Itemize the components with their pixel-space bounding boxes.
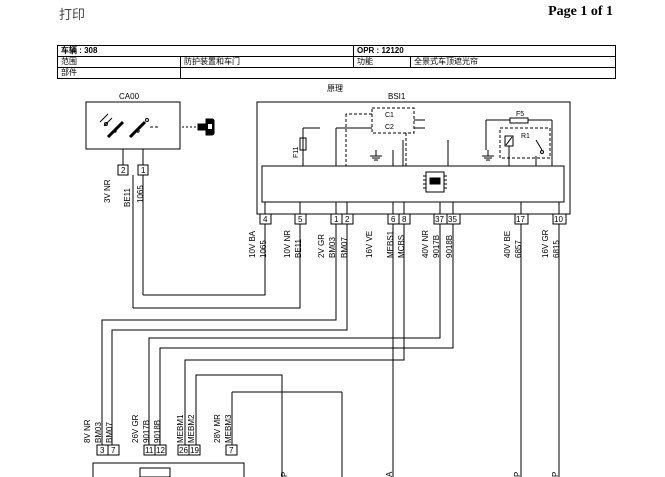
bottom-pin-3: 3 — [100, 446, 105, 455]
bsi-wire-10-id: 6815 — [552, 240, 561, 258]
bottom-wire-11-id: 9017B — [142, 420, 151, 443]
bottom-wire-7-id: BM07 — [105, 422, 114, 443]
bottom-wire-7b-id: MEBM3 — [224, 414, 233, 443]
bsi-wire-4-id: 1065 — [259, 240, 268, 258]
bottom-wire-26-id: MEBM1 — [176, 414, 185, 443]
bsi-wire-37-id: 9017B — [432, 235, 441, 258]
bsi-pin-37: 37 — [435, 215, 444, 224]
bsi-wire-17-color: 40V BE — [503, 231, 512, 258]
bsi-wire-5-color: 10V NR — [283, 230, 292, 258]
bottom-wire-3-color: 8V NR — [83, 419, 92, 443]
key-icon — [197, 118, 215, 136]
bsi-pin-5: 5 — [298, 215, 303, 224]
bottom-wire-3-id: BM03 — [94, 422, 103, 443]
relay-r1: R1 — [499, 127, 551, 166]
bottom-wire-12-id: 9018B — [153, 420, 162, 443]
ca00-label: CA00 — [119, 92, 140, 101]
bsi-pin-8: 8 — [402, 215, 407, 224]
bsi1-chip-icon — [423, 171, 447, 193]
ca00-pin-2: 2 — [121, 166, 126, 175]
bsi1-box — [256, 101, 571, 215]
ca00-wire-1065: 1065 — [136, 185, 145, 203]
part-label: 部件 — [57, 67, 181, 79]
principle-label: 原理 — [327, 84, 343, 93]
bsi-wire-8-id: MCBS — [397, 235, 406, 258]
bsi-wire-17-id: 6857 — [514, 240, 523, 258]
bsi-pin-10: 10 — [554, 215, 563, 224]
edge-letter-p2: P — [513, 472, 522, 477]
bsi-wire-10-color: 16V GR — [541, 229, 550, 258]
bottom-pin-26: 26 — [179, 446, 188, 455]
info-row-scope: 范围 防护装置和车门 功能 全景式车顶遮光帘 — [57, 56, 617, 68]
contact-c2-label: C2 — [385, 124, 394, 131]
bsi-pin-6: 6 — [391, 215, 396, 224]
svg-text:R1: R1 — [521, 133, 530, 140]
bsi-pin-17: 17 — [516, 215, 525, 224]
bottom-module-inner — [139, 467, 171, 477]
ca00-wire-color: 3V NR — [103, 179, 112, 203]
ground-symbol — [370, 150, 382, 161]
ignition-switch-symbol — [99, 113, 160, 139]
svg-text:F5: F5 — [516, 111, 524, 118]
bottom-pin-12: 12 — [156, 446, 165, 455]
bsi-wire-5-id: BE11 — [294, 238, 303, 258]
bsi-wire-37-color: 40V NR — [421, 230, 430, 258]
fuse-f5: F5 — [485, 111, 553, 166]
bottom-wire-11-color: 26V GR — [131, 414, 140, 443]
contact-c1-label: C1 — [385, 112, 394, 119]
bsi-wire-4-color: 10V BA — [248, 230, 257, 258]
ca00-wire-be11: BE11 — [123, 187, 132, 207]
bottom-pin-19: 19 — [190, 446, 199, 455]
bsi-wire-6-id: MEBS1 — [386, 230, 395, 258]
bsi-wire-2-id: BM07 — [340, 237, 349, 258]
bsi-pin-1: 1 — [334, 215, 339, 224]
ca00-box — [85, 101, 181, 150]
bottom-pin-row — [96, 444, 238, 456]
edge-letter-a: A — [385, 471, 394, 477]
edge-letter-p1: P — [280, 472, 289, 477]
bsi-wire-1-id: BM03 — [328, 237, 337, 258]
bottom-wire-19-id: MEBM2 — [187, 414, 196, 443]
ca00-pin-1: 1 — [141, 166, 146, 175]
bsi-wire-6-color: 16V VE — [365, 231, 374, 258]
bottom-pin-7: 7 — [111, 446, 116, 455]
edge-letter-p3: P — [551, 472, 560, 477]
part-value — [179, 67, 617, 79]
bsi1-label: BSI1 — [388, 92, 406, 101]
info-row-part: 部件 — [57, 67, 617, 79]
relay-c-block — [371, 107, 415, 134]
bottom-pin-11: 11 — [145, 446, 154, 455]
bsi-pin-35: 35 — [448, 215, 457, 224]
bsi-pin-2: 2 — [345, 215, 350, 224]
fuse-f11: F11 — [293, 127, 320, 166]
bsi-pin-4: 4 — [263, 215, 268, 224]
bsi-wire-1-color: 2V GR — [317, 234, 326, 258]
bottom-module-box — [92, 462, 245, 477]
bsi1-inner-board — [261, 165, 565, 203]
svg-text:F11: F11 — [293, 146, 300, 158]
print-link[interactable]: 打印 — [59, 8, 86, 23]
bottom-wire-7b-color: 28V MR — [213, 414, 222, 443]
bottom-pin-7b: 7 — [229, 446, 234, 455]
page-number: Page 1 of 1 — [548, 4, 613, 19]
ground-symbol-right — [482, 150, 494, 161]
wire-harness — [101, 224, 560, 477]
bsi-wire-35-id: 9018B — [445, 235, 454, 258]
info-table: 车辆 : 308 OPR : 12120 范围 防护装置和车门 功能 全景式车顶… — [57, 45, 617, 79]
